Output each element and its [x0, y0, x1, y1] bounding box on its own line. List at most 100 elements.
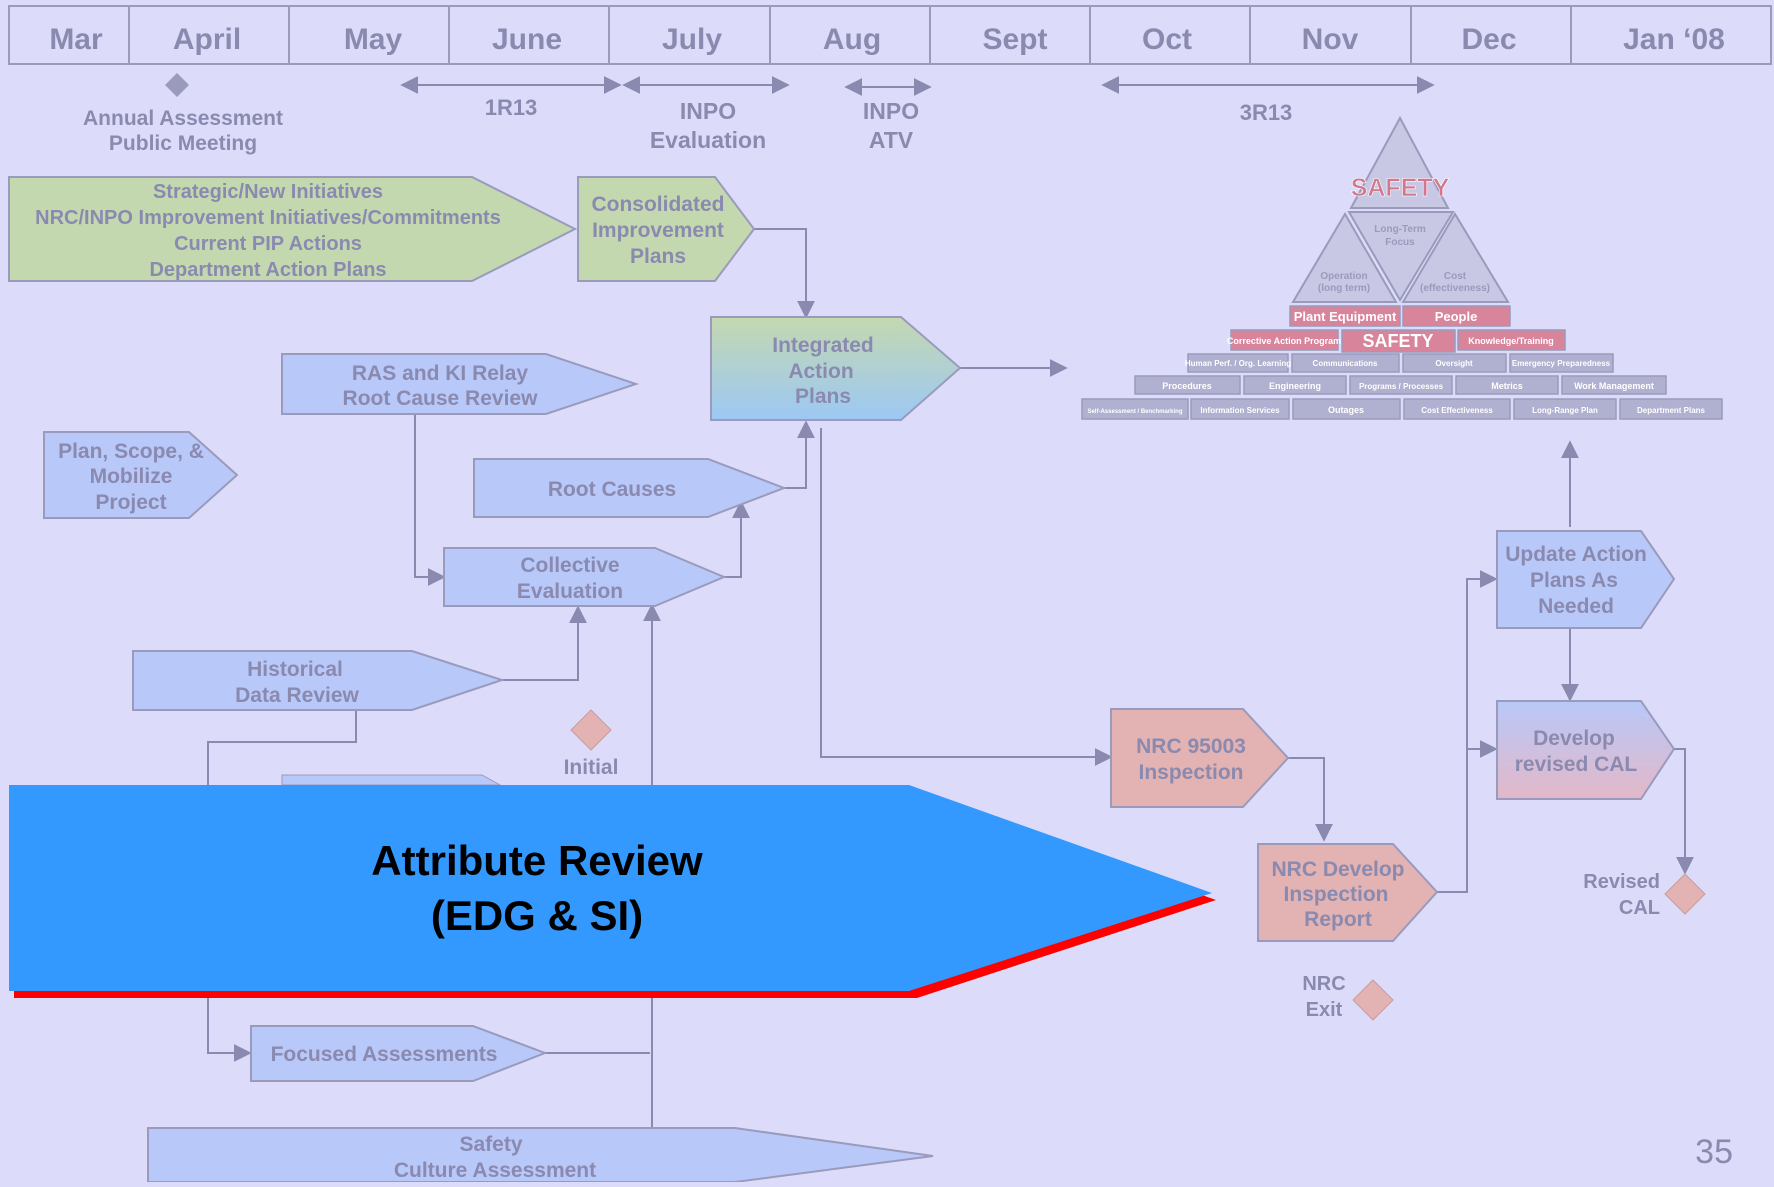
pyramid-cell-label: Cost Effectiveness — [1421, 406, 1493, 415]
initial-milestone: Initial — [564, 709, 618, 779]
3r13-label: 3R13 — [1240, 100, 1293, 125]
pyramid-cell — [1289, 305, 1401, 327]
strategic-line: Strategic/New Initiatives — [153, 181, 383, 203]
inpo-atv-label: INPO — [863, 98, 919, 124]
consolidated-line: Consolidated — [591, 193, 724, 216]
safety-culture-assessment-box: Safety Culture Assessment — [147, 1127, 934, 1183]
month-header: Mar April May June July Aug Sept Oct Nov… — [8, 5, 1772, 65]
callout-arrow-shape — [9, 785, 1212, 991]
month-label: Aug — [823, 23, 881, 56]
integrated-line: Action — [788, 360, 853, 383]
focused-assessments-label: Focused Assessments — [271, 1043, 498, 1066]
pyramid-cell-label: Engineering — [1269, 381, 1321, 391]
pyramid-cell — [1187, 353, 1289, 373]
pyramid-cell — [1457, 329, 1566, 351]
month-label: Oct — [1142, 23, 1192, 56]
collective-line: Evaluation — [517, 580, 623, 603]
consolidated-plans-box: Consolidated Improvement Plans — [577, 176, 756, 282]
consolidated-line: Plans — [630, 245, 686, 268]
pyramid-cell-label: Information Services — [1200, 406, 1280, 415]
pyramid-cell-label: Human Perf. / Org. Learning — [1185, 359, 1291, 368]
develop-revised-cal-box: Develop revised CAL — [1496, 700, 1676, 800]
month-header-frame — [8, 5, 1772, 65]
pyramid-right-label: (effectiveness) — [1420, 283, 1490, 294]
pyramid-top-triangle — [1349, 115, 1450, 209]
strategic-line: Current PIP Actions — [174, 233, 362, 255]
pyramid-cell-label: Oversight — [1435, 359, 1473, 368]
pyramid-cell-label: Self-Assessment / Benchmarking — [1087, 409, 1182, 415]
pyramid-cell-label: Plant Equipment — [1294, 309, 1397, 324]
strategic-line: NRC/INPO Improvement Initiatives/Commitm… — [35, 207, 501, 229]
nrc-95003-inspection-box: NRC 95003 Inspection — [1110, 708, 1290, 808]
callout-subtitle: (EDG & SI) — [431, 892, 643, 939]
nrc-report-line: Report — [1304, 908, 1372, 931]
annual-assessment-label: Annual Assessment — [83, 107, 283, 130]
annual-assessment-diamond — [165, 73, 189, 97]
nrc-exit-label: Exit — [1306, 999, 1343, 1021]
pyramid-cell-label: Procedures — [1162, 381, 1212, 391]
pyramid-cell — [1455, 375, 1559, 395]
pyramid-cell — [1402, 305, 1511, 327]
pyramid-cell-label: Metrics — [1491, 381, 1523, 391]
pyramid-cell — [1561, 375, 1667, 395]
pyramid-cell — [1081, 398, 1189, 420]
integrated-action-plans-box: Integrated Action Plans — [710, 316, 962, 421]
revised-cal-label: CAL — [1619, 897, 1660, 919]
pyramid-mid-label: Long-Term — [1374, 224, 1426, 235]
pyramid-right-triangle — [1401, 212, 1510, 303]
pyramid-cell — [1134, 375, 1241, 395]
ras-line: Root Cause Review — [343, 387, 539, 410]
update-plans-line: Update Action — [1505, 543, 1647, 566]
pyramid-cell — [1291, 353, 1400, 373]
nrc-exit-label: NRC — [1302, 973, 1345, 995]
pyramid-cell-label: Programs / Processes — [1359, 382, 1444, 391]
pyramid-cell — [1403, 398, 1511, 420]
nrc-develop-report-box: NRC Develop Inspection Report — [1257, 843, 1439, 942]
month-label: Nov — [1302, 23, 1359, 56]
pyramid-cell — [1619, 398, 1723, 420]
plan-line: Project — [95, 491, 166, 514]
pyramid-cell-label: Communications — [1313, 359, 1378, 368]
update-action-plans-box: Update Action Plans As Needed — [1496, 530, 1676, 629]
pyramid-cell-label: Department Plans — [1637, 406, 1706, 415]
month-label: May — [344, 23, 403, 56]
develop-cal-line: Develop — [1533, 727, 1615, 750]
pyramid-cell — [1292, 398, 1401, 420]
root-causes-box: Root Causes — [473, 458, 787, 518]
process-boxes: Strategic/New Initiatives NRC/INPO Impro… — [8, 176, 1706, 1183]
pyramid-cell-label: Emergency Preparedness — [1512, 359, 1611, 368]
nrc95003-line: Inspection — [1138, 761, 1243, 784]
1r13-label: 1R13 — [485, 95, 538, 120]
pyramid-cell — [1402, 353, 1507, 373]
pyramid-cell — [1341, 329, 1456, 353]
callout-title: Attribute Review — [371, 837, 703, 884]
month-label: April — [173, 23, 241, 56]
hidden-box-stub — [281, 774, 502, 786]
historical-data-review-box: Historical Data Review — [132, 650, 506, 711]
consolidated-line: Improvement — [592, 219, 724, 242]
nrc-exit-diamond — [1352, 979, 1394, 1021]
page-number: 35 — [1695, 1133, 1733, 1171]
initial-diamond — [570, 709, 612, 751]
plan-line: Mobilize — [90, 465, 173, 488]
pyramid-middle-triangle — [1347, 211, 1455, 302]
collective-evaluation-box: Collective Evaluation — [443, 547, 727, 607]
nrc-report-line: NRC Develop — [1271, 858, 1404, 881]
month-label: Dec — [1461, 23, 1516, 56]
pyramid-cell-label: Work Management — [1574, 381, 1654, 391]
focused-assessments-box: Focused Assessments — [250, 1025, 548, 1082]
month-label: Sept — [982, 23, 1047, 56]
nrc-exit-milestone: NRC Exit — [1302, 973, 1394, 1021]
root-causes-label: Root Causes — [548, 478, 676, 501]
integrated-line: Plans — [795, 385, 851, 408]
ras-line: RAS and KI Relay — [352, 362, 529, 385]
safety-culture-line: Culture Assessment — [394, 1159, 596, 1182]
update-plans-line: Plans As — [1530, 569, 1618, 592]
safety-pyramid: SAFETY Long-Term Focus Operation (long t… — [1081, 115, 1723, 420]
develop-cal-line: revised CAL — [1515, 753, 1638, 776]
attribute-review-callout: Attribute Review (EDG & SI) — [9, 785, 1216, 998]
month-label: Jan ‘08 — [1623, 23, 1725, 56]
strategic-initiatives-box: Strategic/New Initiatives NRC/INPO Impro… — [8, 176, 578, 282]
